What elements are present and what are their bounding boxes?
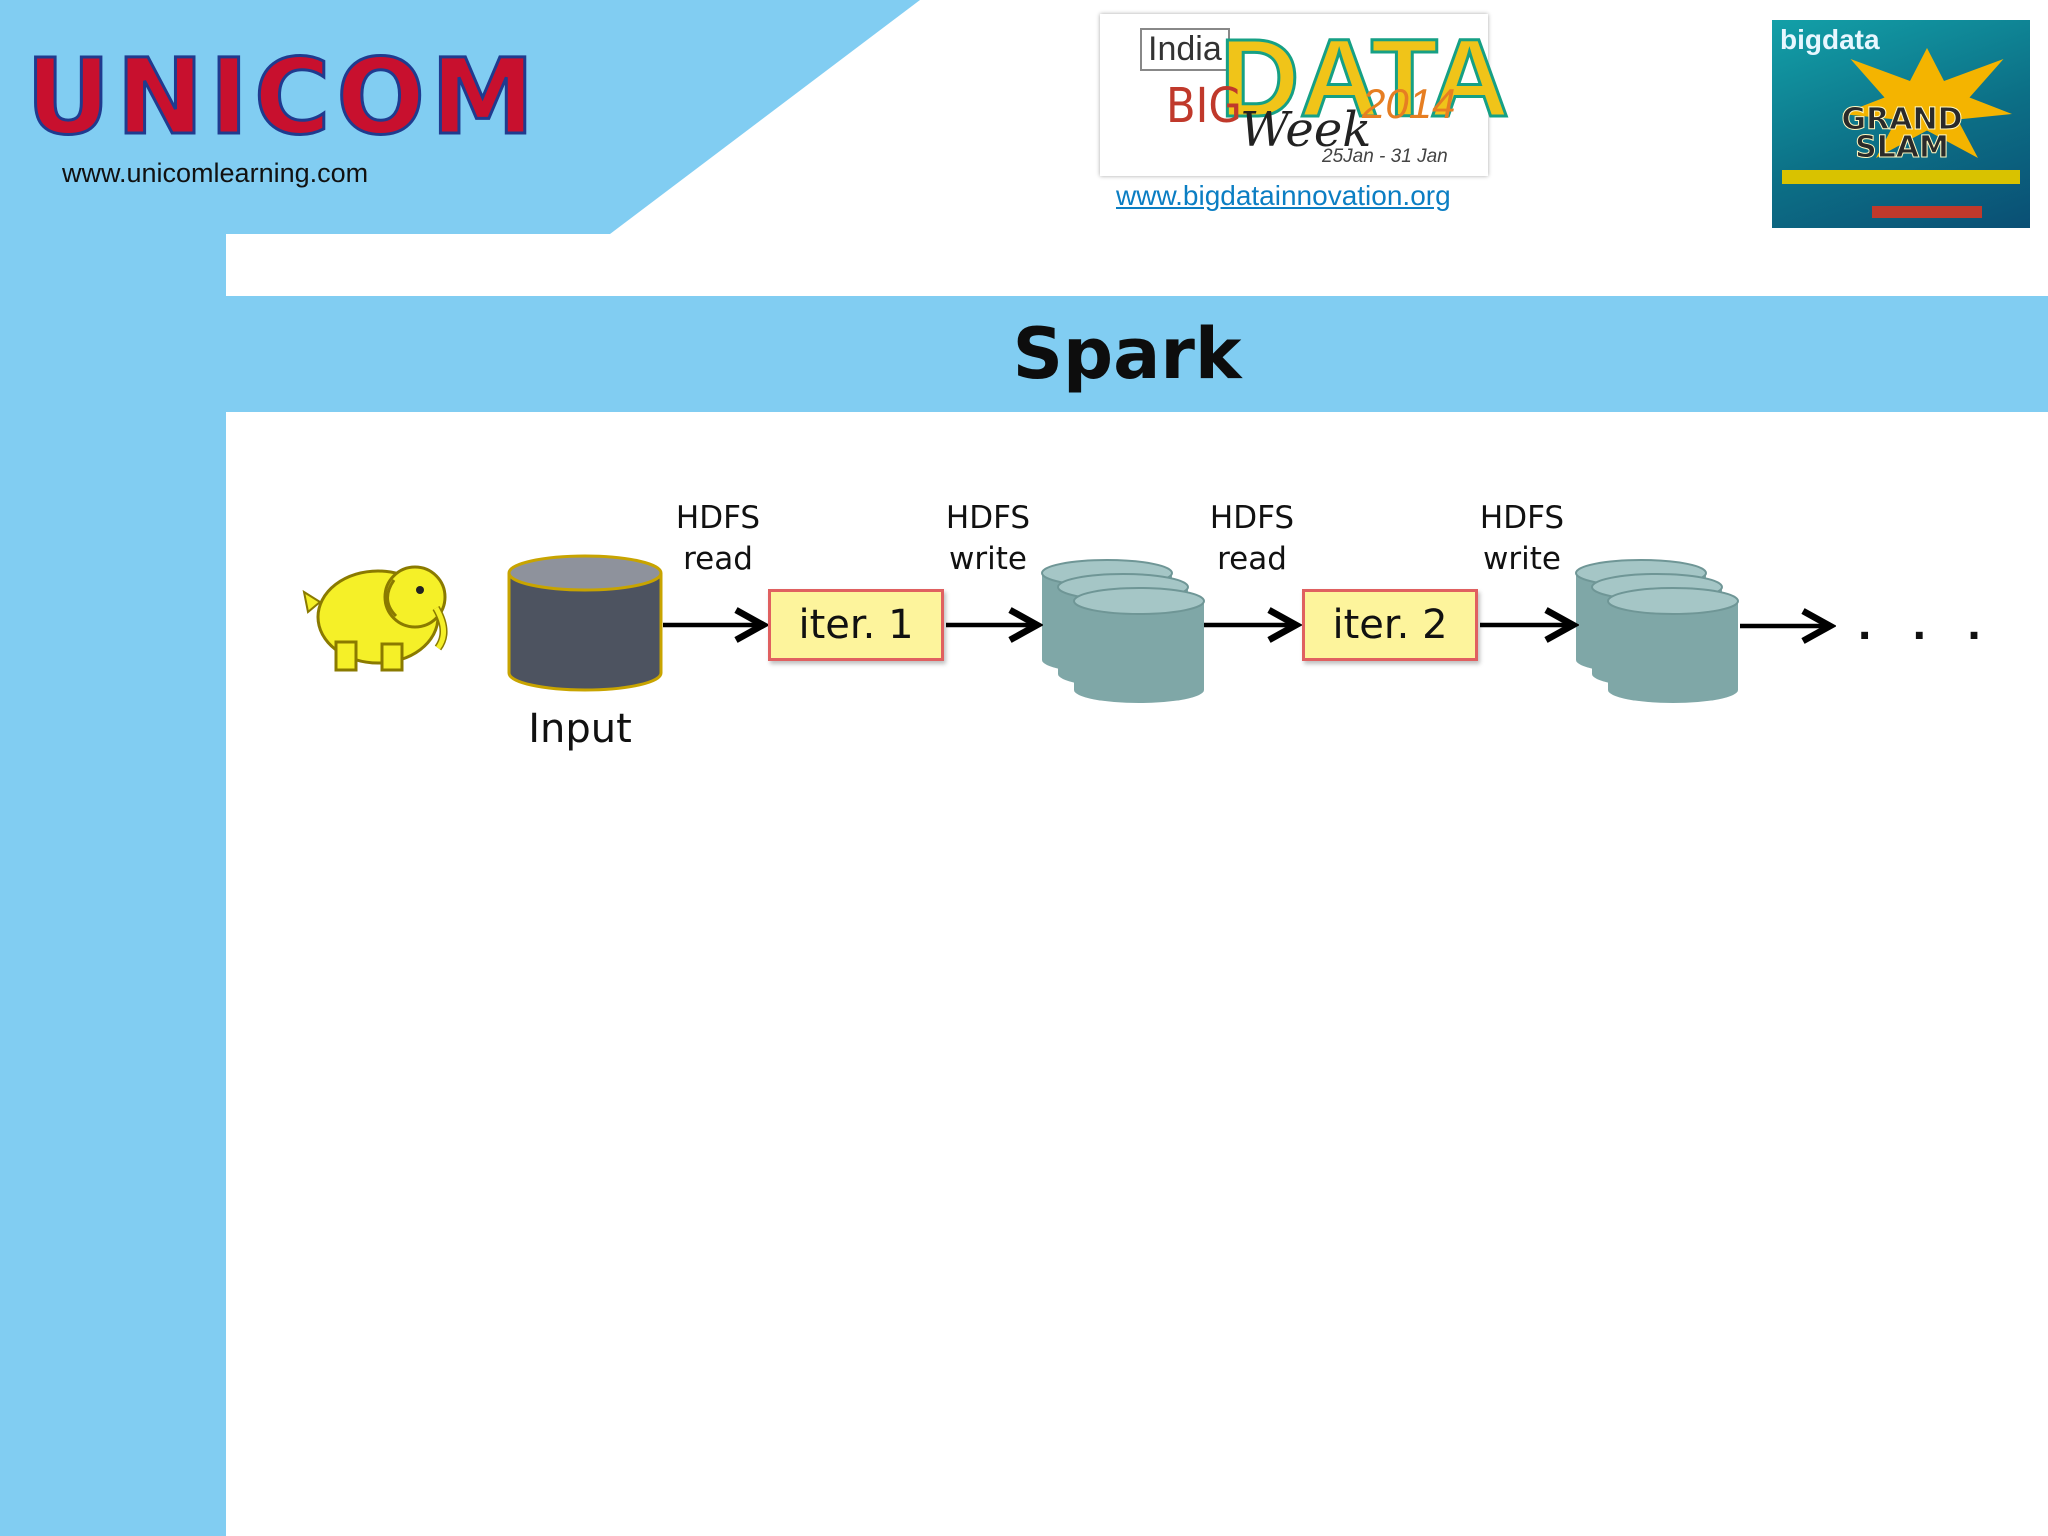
unicom-logo: UNICOM xyxy=(25,36,541,158)
grand-slam-head: bigdata xyxy=(1780,24,1880,55)
hdfs-label-line2: read xyxy=(1217,541,1287,577)
slide-title: Spark xyxy=(1012,313,1242,395)
title-banner xyxy=(226,296,2048,412)
bigdata-url-link[interactable]: www.bigdatainnovation.org xyxy=(1116,180,1451,211)
grand-slam-title: GRAND SLAM xyxy=(1841,102,1963,165)
bigdata-logo-data: DATA xyxy=(1218,17,1510,140)
hdfs-label-line1: HDFS xyxy=(945,500,1031,536)
hdfs-database-stack-1 xyxy=(1041,559,1205,703)
bigdata-logo-dates: 25Jan - 31 Jan xyxy=(1322,146,1448,167)
hadoop-elephant-icon xyxy=(302,565,448,672)
continuation-ellipsis: . . . xyxy=(1858,597,1995,650)
unicom-url[interactable]: www.unicomlearning.com xyxy=(62,158,369,188)
hdfs-label-line1: HDFS xyxy=(1209,500,1295,536)
input-label: Input xyxy=(528,706,632,752)
hdfs-label-line2: write xyxy=(949,541,1027,577)
hdfs-read-label-2: HDFS read xyxy=(1182,498,1322,580)
hdfs-database-stack-2 xyxy=(1575,559,1739,703)
input-database-icon xyxy=(507,554,663,692)
iteration-box-2: iter. 2 xyxy=(1302,589,1478,661)
bigdata-logo-india: India xyxy=(1140,28,1230,71)
hdfs-label-line1: HDFS xyxy=(1479,500,1565,536)
grand-slam-footer xyxy=(1872,206,1982,218)
grand-slam-logo: bigdata GRAND SLAM xyxy=(1772,20,2030,228)
hdfs-label-line2: read xyxy=(683,541,753,577)
bigdata-logo-year: 2014 xyxy=(1362,80,1456,127)
bigdata-logo-big: BIG xyxy=(1166,78,1242,134)
iteration-box-1: iter. 1 xyxy=(768,589,944,661)
bigdata-logo-week: Week xyxy=(1240,102,1372,158)
hdfs-write-label-1: HDFS write xyxy=(918,498,1058,580)
header-slanted-panel xyxy=(0,0,920,234)
grand-slam-band xyxy=(1782,170,2020,184)
hdfs-read-label-1: HDFS read xyxy=(648,498,788,580)
hdfs-label-line2: write xyxy=(1483,541,1561,577)
hdfs-write-label-2: HDFS write xyxy=(1452,498,1592,580)
bigdata-week-logo: India DATA BIG Week 2014 25Jan - 31 Jan xyxy=(1100,14,1511,176)
hdfs-label-line1: HDFS xyxy=(675,500,761,536)
left-sidebar-band xyxy=(0,0,226,1536)
